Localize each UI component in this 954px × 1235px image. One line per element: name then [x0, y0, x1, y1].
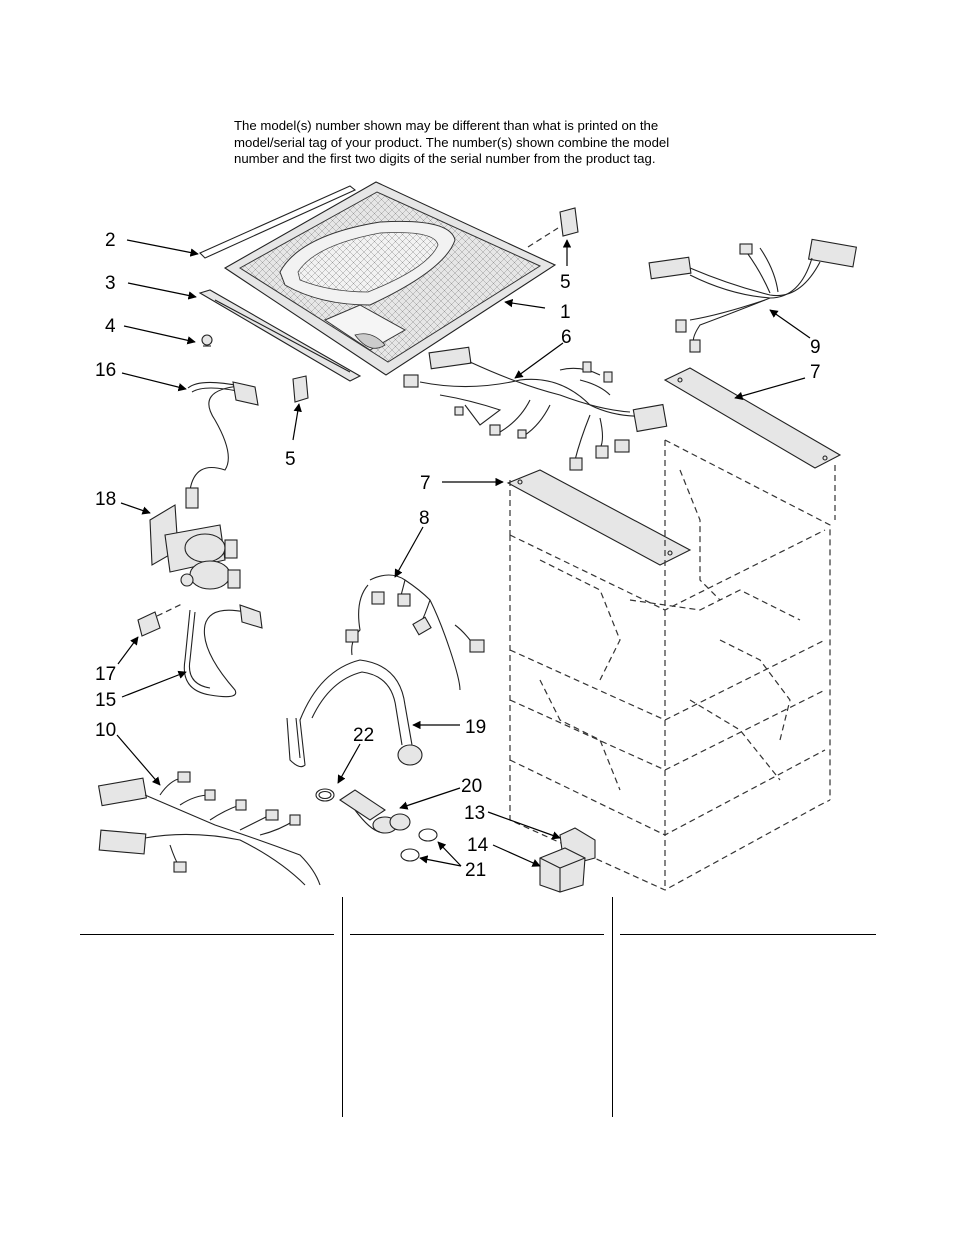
- callout-1: 1: [560, 302, 571, 323]
- notice-line-3: number and the first two digits of the s…: [234, 151, 656, 166]
- callout-16: 16: [95, 360, 116, 381]
- leader-lines: [116, 239, 811, 867]
- callout-18: 18: [95, 489, 116, 510]
- callout-5-lower: 5: [285, 449, 296, 470]
- part-2-strip: [199, 185, 357, 259]
- notice-line-1: The model(s) number shown may be differe…: [234, 118, 659, 133]
- table-header-rule-3: [620, 934, 876, 935]
- callout-14: 14: [467, 835, 489, 856]
- part-9-wire-harness: [648, 238, 858, 353]
- callout-22: 22: [353, 725, 374, 746]
- part-3-front-rail: [198, 289, 362, 382]
- callout-7-upper: 7: [810, 362, 821, 383]
- part-14-module: [539, 847, 586, 893]
- callout-9: 9: [810, 337, 821, 358]
- cabinet-outline: [509, 439, 836, 891]
- part-20-connector: [339, 789, 411, 834]
- callout-4: 4: [105, 316, 116, 337]
- part-7-bracket-upper: [663, 367, 842, 469]
- callout-13: 13: [464, 803, 485, 824]
- table-header-rule-1: [80, 934, 334, 935]
- part-22-clamp: [315, 788, 335, 802]
- part-16-hose: [185, 381, 259, 509]
- callout-5-upper: 5: [560, 272, 571, 293]
- part-17-clamp: [137, 602, 185, 637]
- table-divider-right: [612, 897, 613, 1117]
- callout-6: 6: [561, 327, 572, 348]
- part-1-top-panel: [223, 181, 557, 376]
- part-7-bracket-lower: [506, 469, 692, 566]
- callout-8: 8: [419, 508, 430, 529]
- callout-15: 15: [95, 690, 116, 711]
- callout-20: 20: [461, 776, 482, 797]
- callout-3: 3: [105, 273, 116, 294]
- model-number-notice: The model(s) number shown may be differe…: [234, 118, 754, 168]
- table-divider-left: [342, 897, 343, 1117]
- part-6-wire-harness: [403, 346, 668, 471]
- part-21-clamps: [400, 828, 438, 862]
- part-10-wire-harness: [97, 771, 321, 886]
- callout-19: 19: [465, 717, 486, 738]
- callout-2: 2: [105, 230, 116, 251]
- callout-10: 10: [95, 720, 116, 741]
- callout-21: 21: [465, 860, 486, 881]
- part-5-clip-lower: [292, 375, 309, 403]
- part-4-screw: [201, 334, 213, 347]
- part-19-drain-hose: [286, 659, 423, 768]
- table-header-rule-2: [350, 934, 604, 935]
- callout-17: 17: [95, 664, 116, 685]
- callout-labels: 2 3 4 16 5 5 1 6 9 7 7 18 8 17 15 10 22 …: [95, 230, 821, 881]
- callout-7-lower: 7: [420, 473, 431, 494]
- part-15-hose-loop: [183, 604, 263, 698]
- part-5-clip-upper: [527, 207, 579, 248]
- notice-line-2: model/serial tag of your product. The nu…: [234, 134, 670, 150]
- part-18-water-valve: [149, 504, 241, 590]
